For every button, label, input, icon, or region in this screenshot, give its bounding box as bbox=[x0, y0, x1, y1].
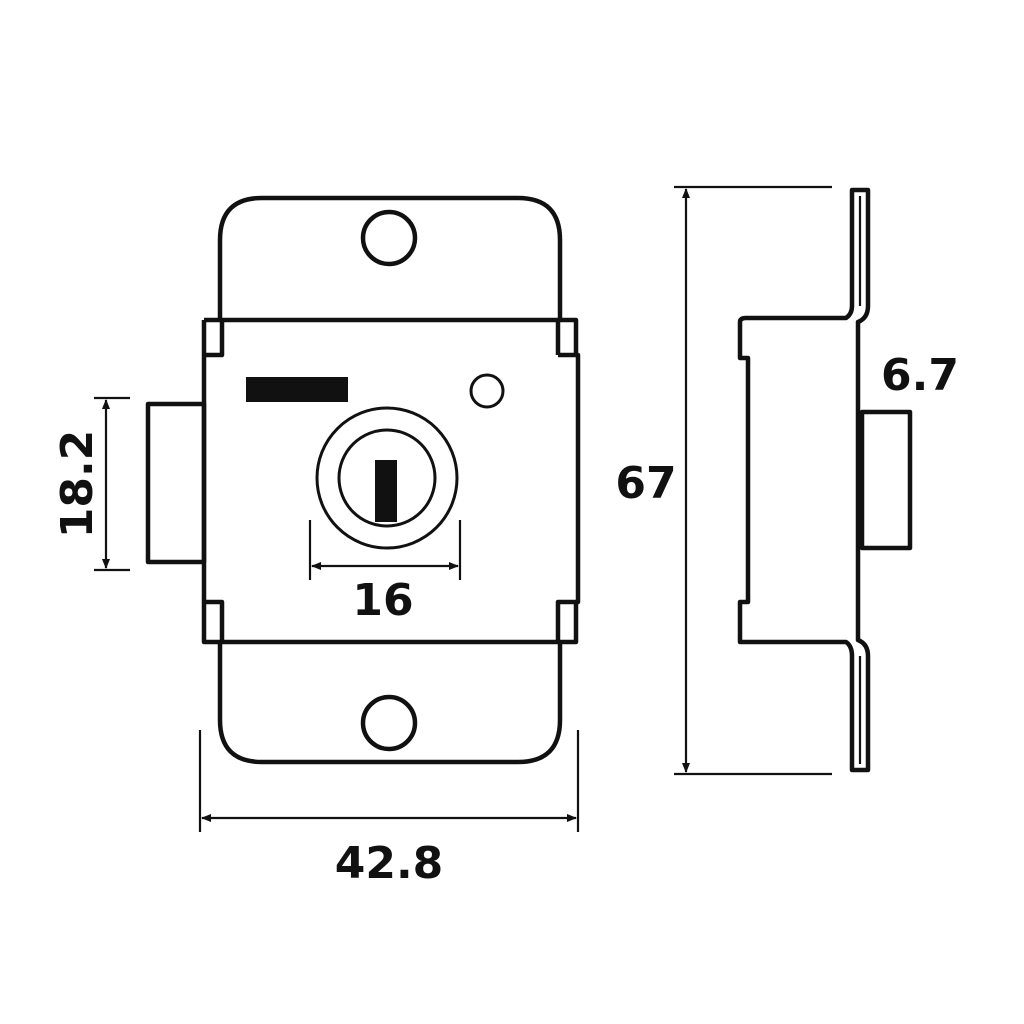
dim-label-bolt-projection: 6.7 bbox=[881, 350, 959, 401]
side-plate bbox=[737, 187, 871, 773]
side-view: 6.7 bbox=[737, 187, 959, 773]
cylinder-outer-ring bbox=[315, 406, 459, 550]
lock-body bbox=[201, 317, 581, 645]
dimension-bolt-height: 18.2 bbox=[52, 396, 130, 572]
pin-hole bbox=[469, 373, 505, 409]
dimension-keyhole: 16 bbox=[308, 520, 462, 626]
dimension-body-width: 42.8 bbox=[198, 730, 580, 889]
dim-label-bolt-height: 18.2 bbox=[52, 430, 103, 539]
bottom-screw-hole bbox=[360, 694, 418, 752]
bolt bbox=[145, 401, 207, 565]
side-bolt bbox=[859, 409, 913, 551]
dim-label-keyhole: 16 bbox=[352, 575, 413, 626]
dim-label-body-width: 42.8 bbox=[335, 838, 444, 889]
latch-slot bbox=[246, 377, 348, 402]
dimension-total-height: 67 bbox=[615, 185, 832, 776]
top-mounting-plate bbox=[217, 195, 563, 320]
dim-label-total-height: 67 bbox=[615, 458, 676, 509]
top-screw-hole bbox=[360, 209, 418, 267]
front-view bbox=[145, 195, 581, 765]
bottom-mounting-plate bbox=[217, 642, 563, 765]
cylinder-plug bbox=[337, 428, 437, 528]
keyway bbox=[375, 460, 397, 522]
